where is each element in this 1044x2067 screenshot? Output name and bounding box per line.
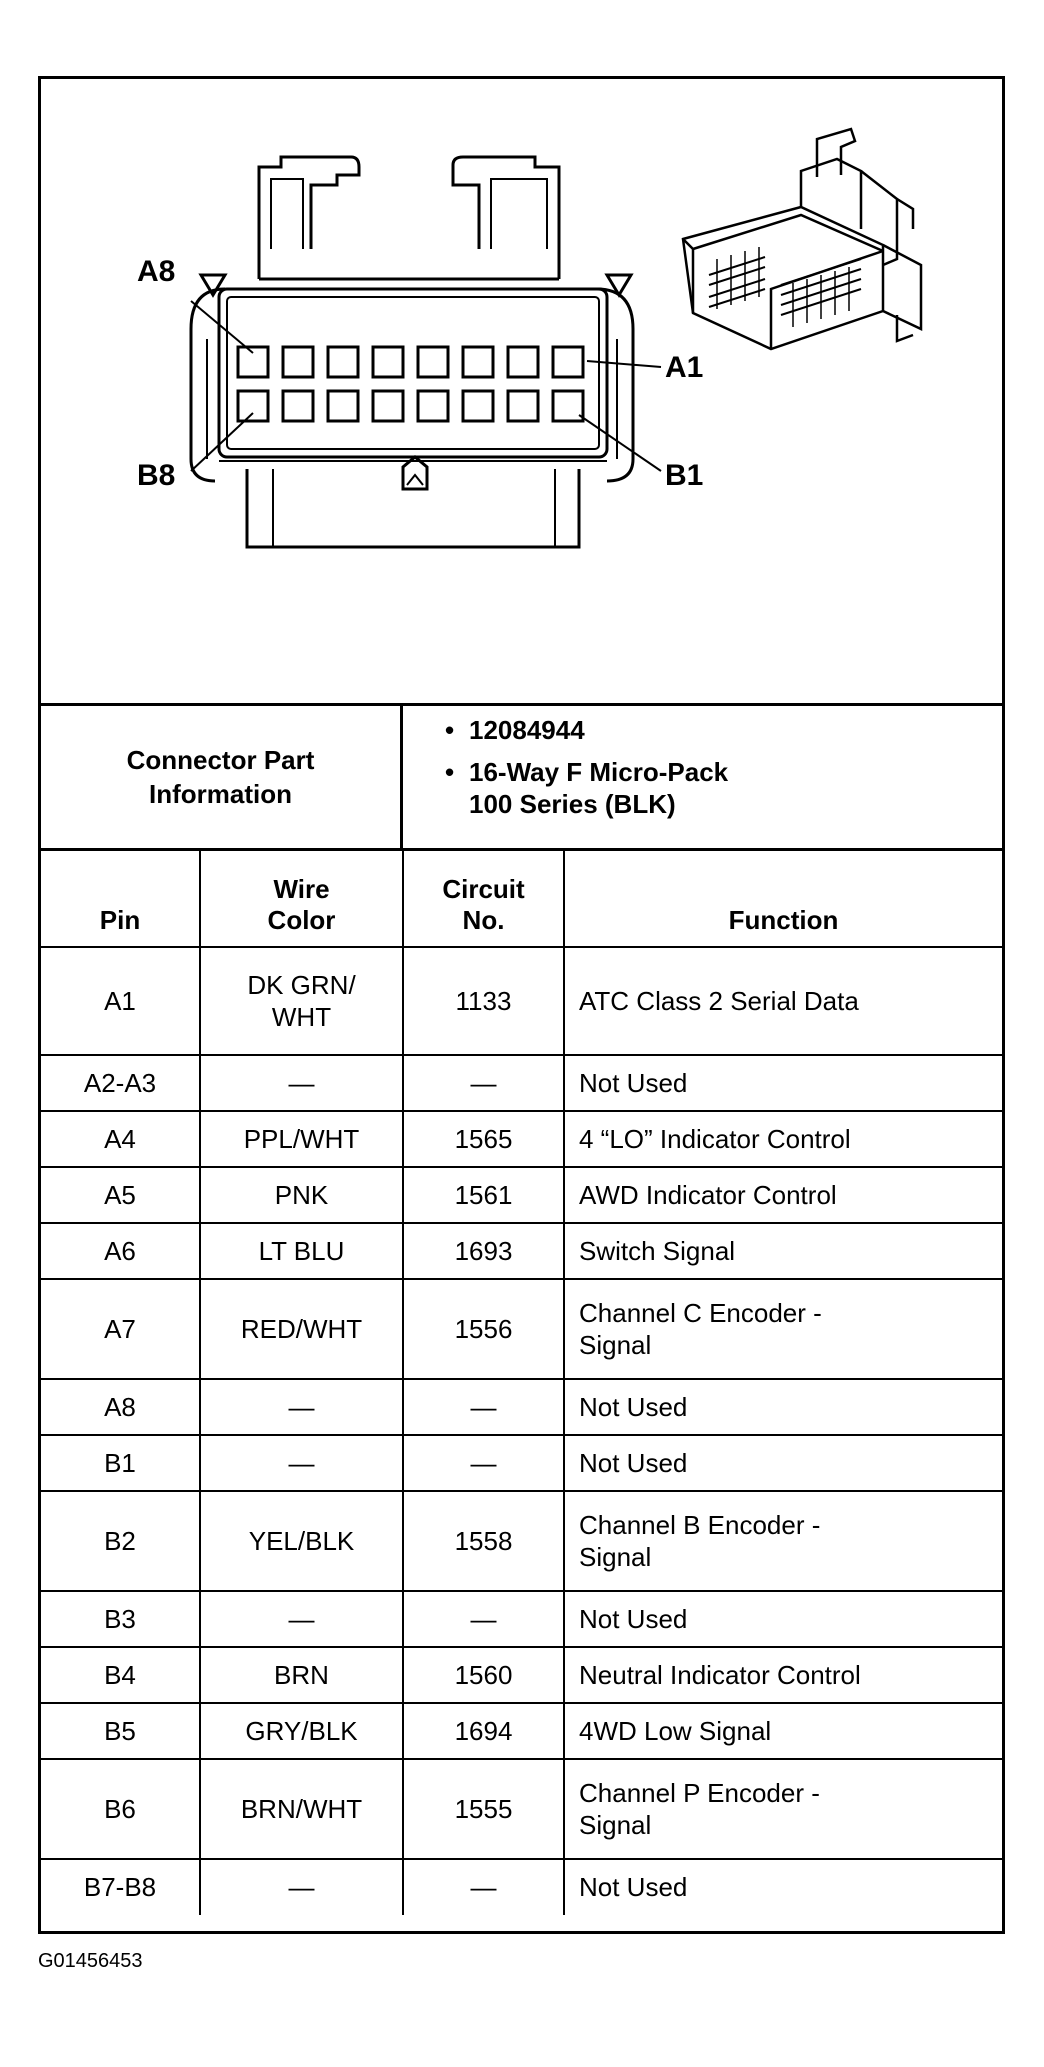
connector-diagram-panel: A8 A1 B8 B1 — [41, 79, 1002, 703]
pin-cell: A6 — [41, 1221, 201, 1280]
wire-color-cell: GRY/BLK — [199, 1701, 404, 1760]
table-row: B6 BRN/WHT 1555 Channel P Encoder -Signa… — [41, 1757, 1002, 1860]
pin-cell: B3 — [41, 1589, 201, 1648]
wire-color-cell: PNK — [199, 1165, 404, 1224]
bullet-icon: • — [445, 757, 455, 787]
wire-color-cell: YEL/BLK — [199, 1489, 404, 1592]
function-cell: Channel B Encoder -Signal — [563, 1489, 1002, 1592]
connector-part-info: Connector Part Information • 12084944 • … — [41, 703, 1002, 848]
circuit-cell: 1555 — [402, 1757, 565, 1860]
wire-color-cell: DK GRN/WHT — [199, 945, 404, 1056]
function-cell: Neutral Indicator Control — [563, 1645, 1002, 1704]
function-cell: Not Used — [563, 1433, 1002, 1492]
table-row: B5 GRY/BLK 1694 4WD Low Signal — [41, 1701, 1002, 1760]
pin-cell: B5 — [41, 1701, 201, 1760]
function-cell: AWD Indicator Control — [563, 1165, 1002, 1224]
wire-color-cell: RED/WHT — [199, 1277, 404, 1380]
wire-color-cell: — — [199, 1589, 404, 1648]
circuit-cell: 1693 — [402, 1221, 565, 1280]
table-row: A5 PNK 1561 AWD Indicator Control — [41, 1165, 1002, 1224]
pin-label-a8: A8 — [137, 255, 176, 288]
table-row: B2 YEL/BLK 1558 Channel B Encoder -Signa… — [41, 1489, 1002, 1592]
part-info-title-line2: Information — [149, 779, 292, 809]
function-cell: Channel C Encoder -Signal — [563, 1277, 1002, 1380]
wire-color-cell: — — [199, 1377, 404, 1436]
table-row: B4 BRN 1560 Neutral Indicator Control — [41, 1645, 1002, 1704]
wire-color-cell: — — [199, 1857, 404, 1915]
circuit-cell: 1556 — [402, 1277, 565, 1380]
pin-cell: A5 — [41, 1165, 201, 1224]
wire-color-cell: — — [199, 1433, 404, 1492]
table-row: A7 RED/WHT 1556 Channel C Encoder -Signa… — [41, 1277, 1002, 1380]
table-row: A4 PPL/WHT 1565 4 “LO” Indicator Control — [41, 1109, 1002, 1168]
table-row: A1 DK GRN/WHT 1133 ATC Class 2 Serial Da… — [41, 945, 1002, 1056]
table-row: B1 — — Not Used — [41, 1433, 1002, 1492]
pin-cell: B4 — [41, 1645, 201, 1704]
function-cell: 4WD Low Signal — [563, 1701, 1002, 1760]
function-cell: 4 “LO” Indicator Control — [563, 1109, 1002, 1168]
circuit-cell: 1560 — [402, 1645, 565, 1704]
table-row: B3 — — Not Used — [41, 1589, 1002, 1648]
pin-cell: A1 — [41, 945, 201, 1056]
pin-cell: B2 — [41, 1489, 201, 1592]
pin-label-a1: A1 — [665, 351, 704, 384]
function-cell: Not Used — [563, 1053, 1002, 1112]
table-row: B7-B8 — — Not Used — [41, 1857, 1002, 1915]
header-function: Function — [563, 848, 1002, 948]
part-description-line1: 16-Way F Micro-Pack — [469, 757, 729, 787]
wire-color-cell: PPL/WHT — [199, 1109, 404, 1168]
circuit-cell: 1565 — [402, 1109, 565, 1168]
figure-id: G01456453 — [38, 1950, 143, 1972]
part-info-title: Connector Part Information — [41, 706, 403, 848]
pin-cell: B6 — [41, 1757, 201, 1860]
pin-cell: A8 — [41, 1377, 201, 1436]
table-row: A6 LT BLU 1693 Switch Signal — [41, 1221, 1002, 1280]
part-description-item: • 16-Way F Micro-Pack 100 Series (BLK) — [403, 756, 1002, 820]
header-pin: Pin — [41, 848, 201, 948]
part-description-line2: 100 Series (BLK) — [469, 789, 676, 819]
circuit-cell: — — [402, 1053, 565, 1112]
part-info-title-line1: Connector Part — [126, 745, 315, 775]
pin-cell: A2-A3 — [41, 1053, 201, 1112]
part-info-list: • 12084944 • 16-Way F Micro-Pack 100 Ser… — [403, 706, 1002, 848]
connector-face-drawing — [189, 127, 923, 549]
pin-label-b8: B8 — [137, 459, 176, 492]
pin-label-b1: B1 — [665, 459, 704, 492]
table-row: A8 — — Not Used — [41, 1377, 1002, 1436]
function-cell: Not Used — [563, 1377, 1002, 1436]
function-cell: Channel P Encoder -Signal — [563, 1757, 1002, 1860]
function-cell: ATC Class 2 Serial Data — [563, 945, 1002, 1056]
circuit-cell: 1558 — [402, 1489, 565, 1592]
pin-cell: A7 — [41, 1277, 201, 1380]
circuit-cell: — — [402, 1857, 565, 1915]
circuit-cell: 1694 — [402, 1701, 565, 1760]
circuit-cell: — — [402, 1589, 565, 1648]
connector-info-sheet: A8 A1 B8 B1 Connector Part Information •… — [38, 76, 1005, 1934]
function-cell: Not Used — [563, 1589, 1002, 1648]
wire-color-cell: BRN/WHT — [199, 1757, 404, 1860]
pin-cell: B7-B8 — [41, 1857, 201, 1915]
part-number: 12084944 — [469, 715, 585, 745]
wire-color-cell: LT BLU — [199, 1221, 404, 1280]
pin-cell: A4 — [41, 1109, 201, 1168]
circuit-cell: — — [402, 1433, 565, 1492]
function-cell: Not Used — [563, 1857, 1002, 1915]
wire-color-cell: BRN — [199, 1645, 404, 1704]
circuit-cell: — — [402, 1377, 565, 1436]
part-number-item: • 12084944 — [403, 714, 1002, 746]
circuit-cell: 1561 — [402, 1165, 565, 1224]
wire-color-cell: — — [199, 1053, 404, 1112]
function-cell: Switch Signal — [563, 1221, 1002, 1280]
circuit-cell: 1133 — [402, 945, 565, 1056]
pin-cell: B1 — [41, 1433, 201, 1492]
table-row: A2-A3 — — Not Used — [41, 1053, 1002, 1112]
bullet-icon: • — [445, 715, 455, 745]
